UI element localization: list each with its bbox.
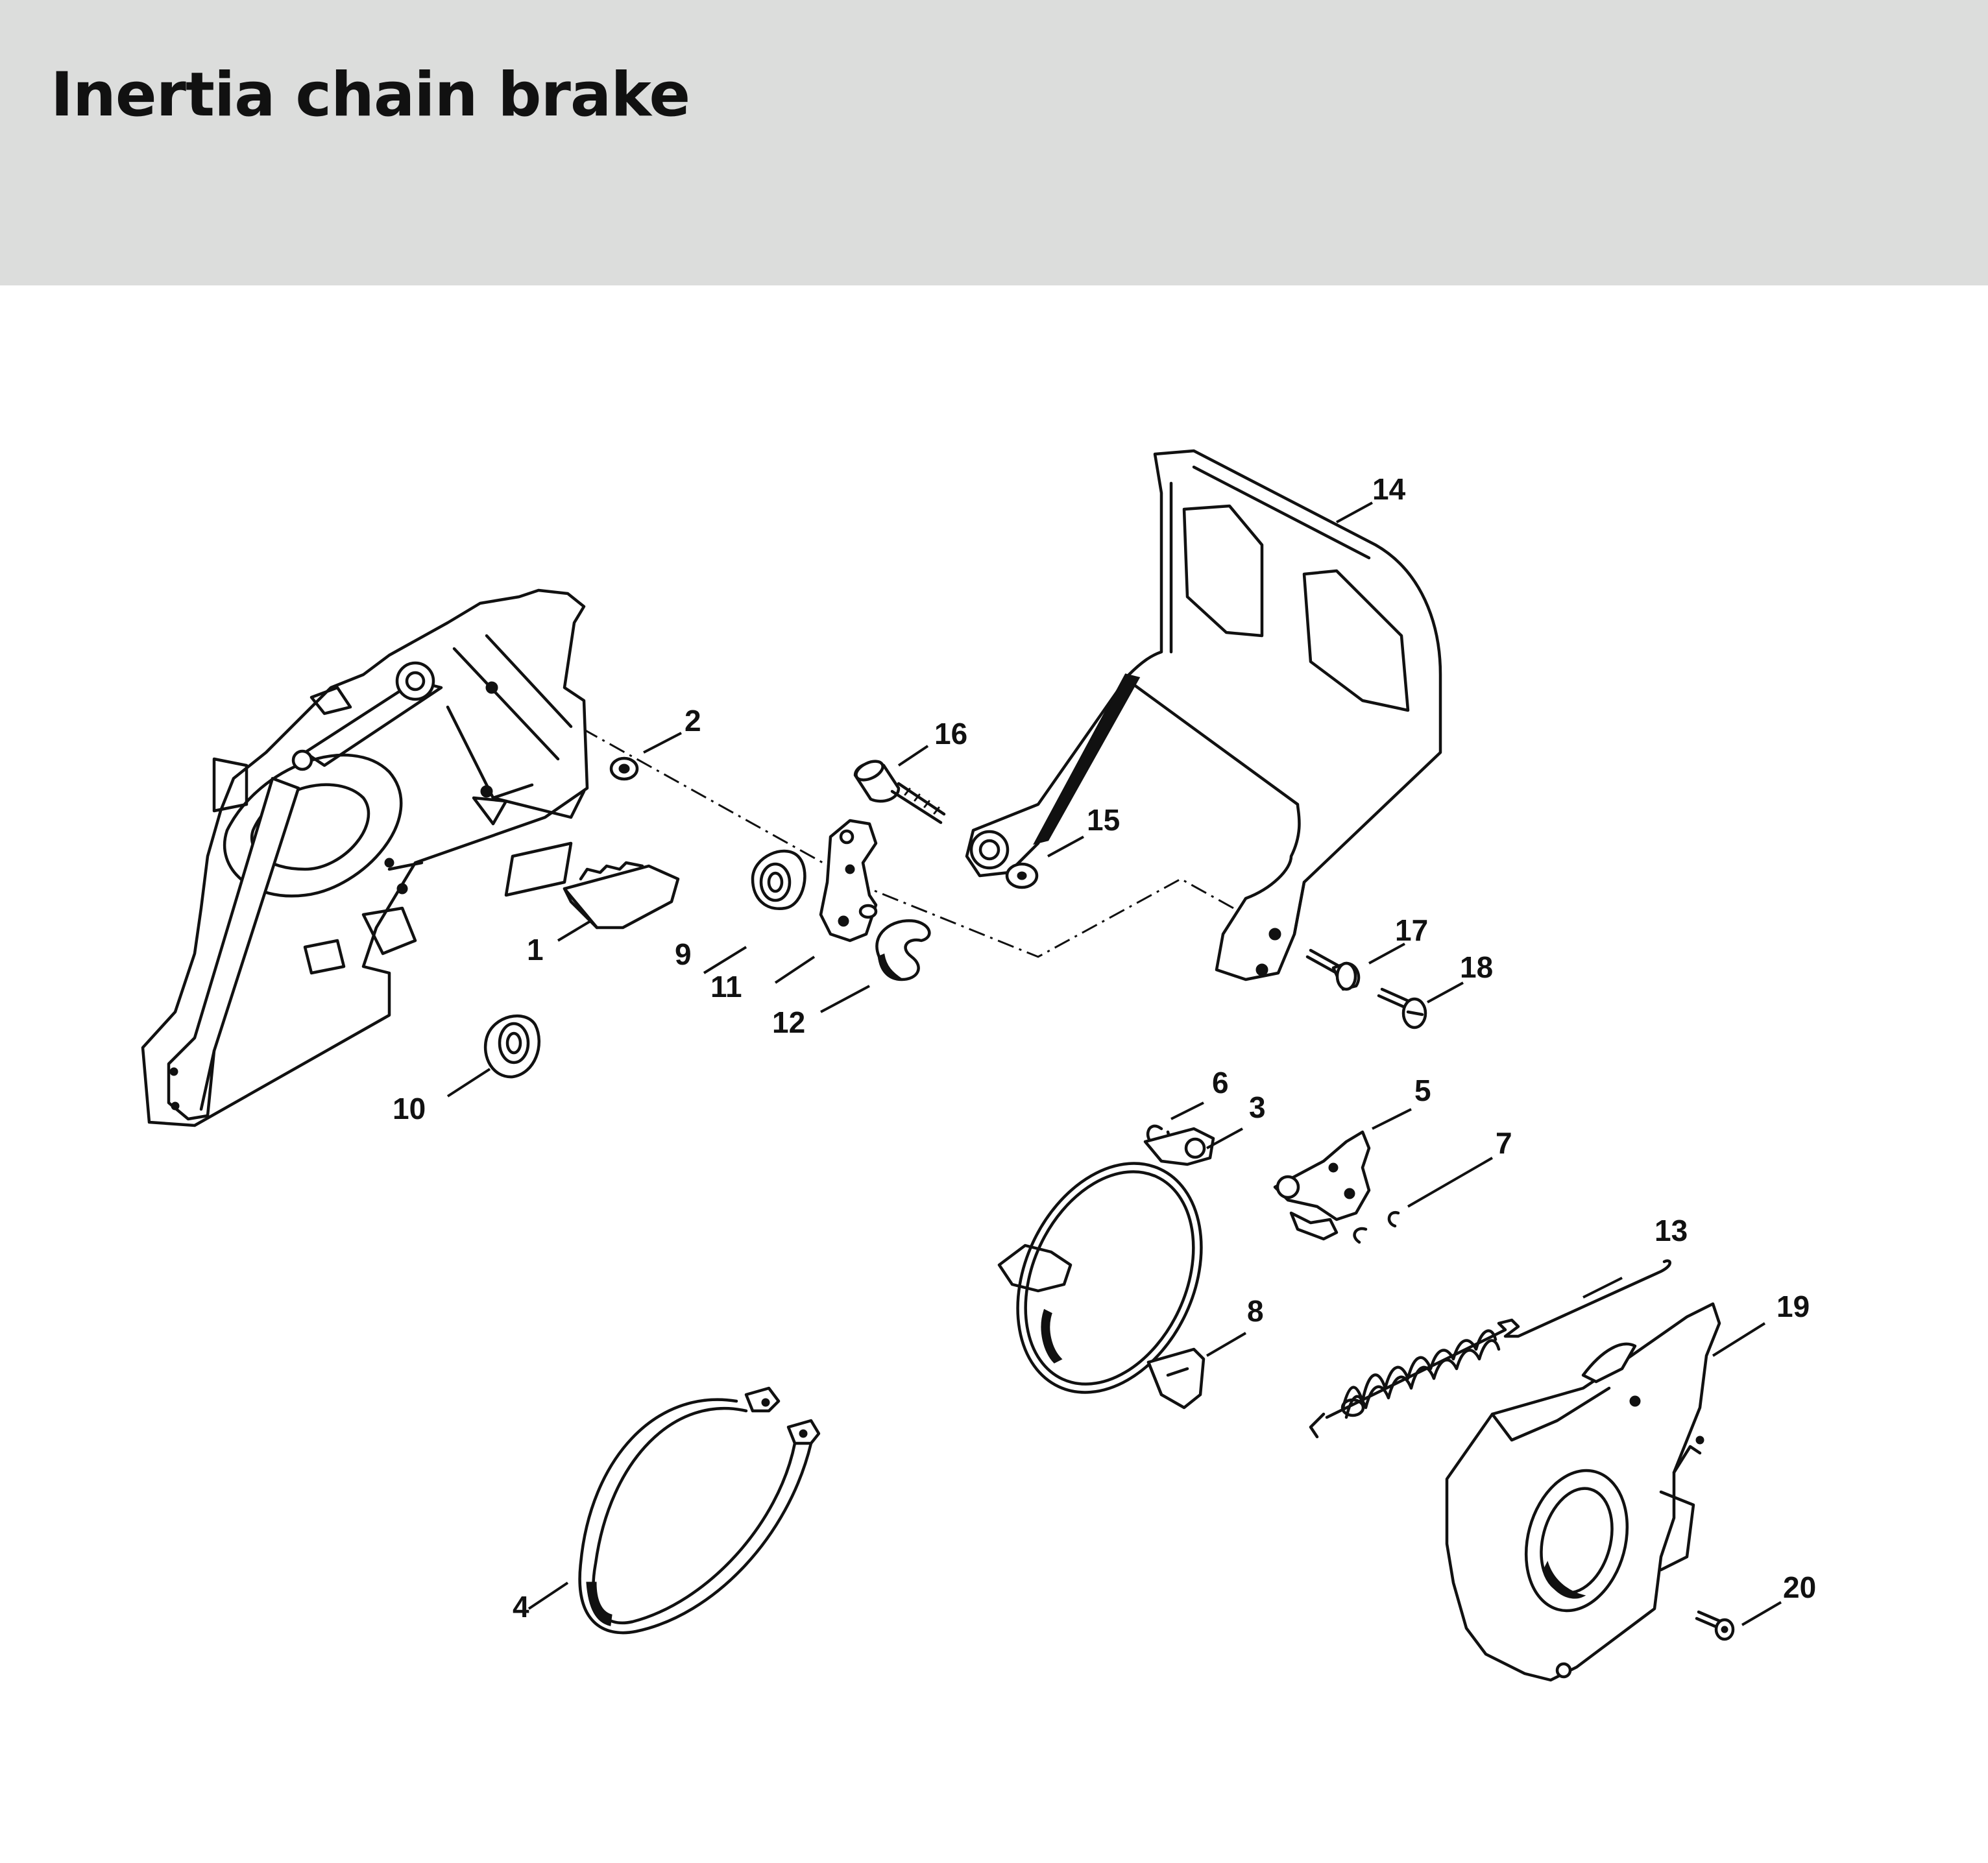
callout-4: 4 bbox=[513, 1590, 529, 1624]
callout-12: 12 bbox=[772, 1005, 805, 1039]
part-15-washer bbox=[1005, 862, 1039, 889]
part-4-brake-band bbox=[578, 1386, 821, 1635]
callout-10: 10 bbox=[393, 1092, 426, 1125]
part-14-hand-guard bbox=[965, 449, 1442, 981]
callout-17: 17 bbox=[1395, 913, 1428, 947]
part-5-lever-assembly bbox=[1273, 1130, 1371, 1241]
page-title: Inertia chain brake bbox=[51, 60, 690, 130]
crankcase-housing-part bbox=[141, 588, 589, 1127]
callout-leader-lines bbox=[446, 501, 1782, 1626]
callout-14: 14 bbox=[1372, 472, 1406, 506]
callout-19: 19 bbox=[1776, 1290, 1810, 1323]
part-20-screw bbox=[1695, 1610, 1735, 1641]
callout-13: 13 bbox=[1655, 1214, 1688, 1247]
part-19-cover bbox=[1445, 1302, 1721, 1682]
part-2-washer bbox=[609, 756, 639, 781]
part-18-screw bbox=[1377, 987, 1427, 1029]
part-11-lever bbox=[819, 819, 878, 943]
callout-8: 8 bbox=[1247, 1294, 1264, 1328]
callout-2: 2 bbox=[685, 704, 701, 738]
callout-9: 9 bbox=[675, 937, 692, 971]
callout-6: 6 bbox=[1212, 1066, 1229, 1100]
callout-15: 15 bbox=[1087, 803, 1120, 837]
callout-3: 3 bbox=[1249, 1090, 1266, 1124]
callout-5: 5 bbox=[1414, 1074, 1431, 1107]
part-17-screw bbox=[1305, 948, 1361, 991]
callout-18: 18 bbox=[1460, 950, 1493, 984]
callout-labels: 1 2 3 4 5 6 7 8 9 10 11 12 13 14 15 16 1… bbox=[393, 472, 1816, 1624]
assembly-axis-line bbox=[473, 667, 1240, 958]
callout-16: 16 bbox=[934, 717, 967, 751]
part-9-bushing bbox=[751, 849, 806, 911]
part-3-brake-band bbox=[997, 1127, 1215, 1394]
callout-1: 1 bbox=[527, 933, 544, 967]
callout-20: 20 bbox=[1783, 1570, 1816, 1604]
part-16-bolt bbox=[853, 760, 946, 824]
part-12-segment bbox=[875, 919, 931, 981]
part-7-circlips bbox=[1353, 1210, 1400, 1244]
callout-7: 7 bbox=[1496, 1126, 1512, 1160]
part-8-block bbox=[1146, 1347, 1206, 1410]
callout-11: 11 bbox=[710, 970, 742, 1004]
part-1-guide bbox=[563, 861, 680, 930]
header-band: Inertia chain brake bbox=[0, 0, 1988, 285]
part-13-spring bbox=[1309, 1259, 1671, 1439]
part-10-bushing bbox=[483, 1014, 541, 1079]
